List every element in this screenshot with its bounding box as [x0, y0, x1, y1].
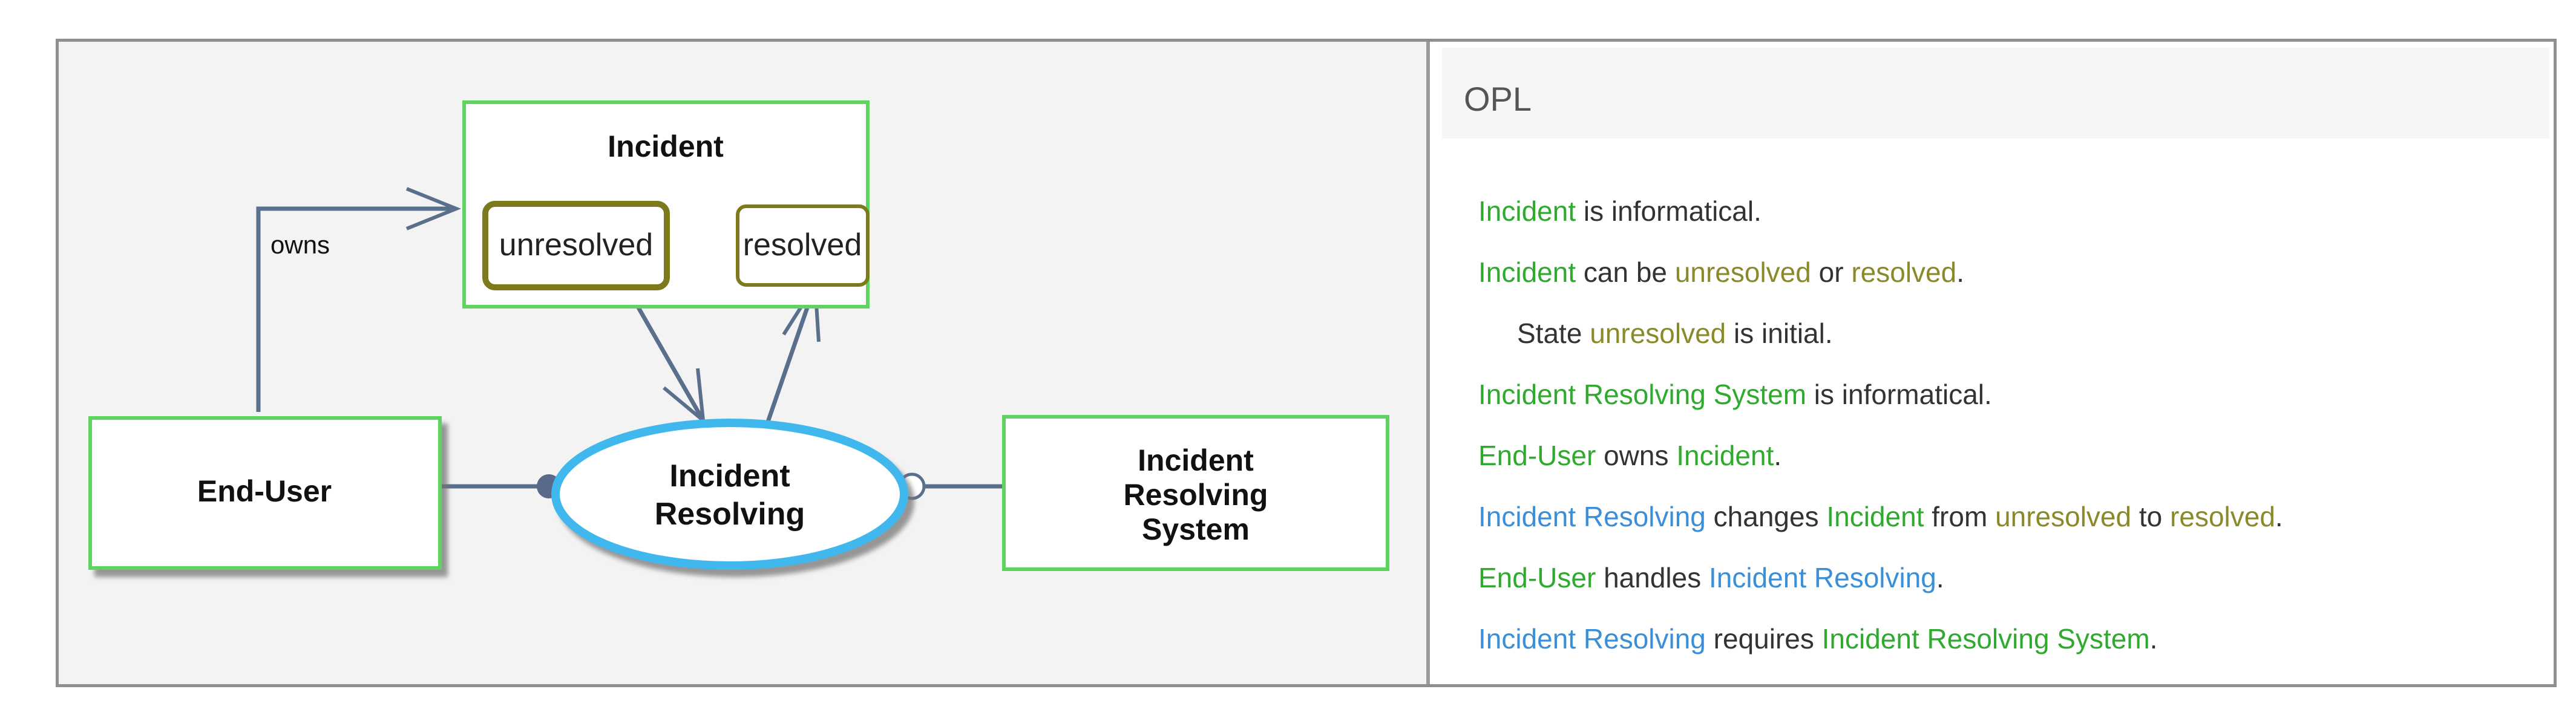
- pane-divider[interactable]: [1426, 42, 1430, 684]
- opl-process-token[interactable]: Incident Resolving: [1709, 562, 1936, 593]
- opl-sentence: End-User handles Incident Resolving.: [1478, 547, 2283, 609]
- state-resolved-label: resolved: [743, 227, 862, 263]
- incident-object-label: Incident: [608, 129, 724, 163]
- opl-text-token: is informatical.: [1576, 195, 1762, 227]
- owns-link[interactable]: [256, 187, 462, 412]
- opl-text-token: is informatical.: [1806, 379, 1992, 410]
- agent-link[interactable]: [436, 474, 561, 498]
- opl-text-token: .: [2275, 501, 2283, 532]
- opl-object-token[interactable]: End-User: [1478, 440, 1596, 471]
- opl-object-token[interactable]: Incident: [1478, 195, 1576, 227]
- state-resolved[interactable]: resolved: [736, 204, 870, 287]
- opl-object-token[interactable]: End-User: [1478, 562, 1596, 593]
- opl-text-token: from: [1924, 501, 1996, 532]
- opl-text-token: requires: [1705, 623, 1822, 655]
- opl-state-token[interactable]: resolved: [1851, 256, 1957, 288]
- opl-pane: OPL Incident is informatical.Incident ca…: [1430, 42, 2554, 684]
- system-label-line-2: Resolving: [1124, 478, 1268, 512]
- opl-process-token[interactable]: Incident Resolving: [1478, 623, 1706, 655]
- opl-text-token: is initial.: [1726, 318, 1833, 349]
- diagram-pane: owns Incident: [59, 42, 1426, 684]
- owns-link-label: owns: [270, 230, 330, 259]
- opl-state-token[interactable]: unresolved: [1674, 256, 1811, 288]
- opl-text-token: .: [1936, 562, 1944, 593]
- opl-sentence: Incident can be unresolved or resolved.: [1478, 242, 2283, 303]
- opl-text-token: State: [1517, 318, 1590, 349]
- opl-text-token: .: [1774, 440, 1782, 471]
- process-label-line-2: Resolving: [655, 497, 805, 532]
- opl-state-token[interactable]: resolved: [2170, 501, 2275, 532]
- opl-text-token: can be: [1576, 256, 1675, 288]
- state-unresolved[interactable]: unresolved: [482, 201, 670, 290]
- opl-object-token[interactable]: Incident Resolving System: [1478, 379, 1807, 410]
- opl-text-token: .: [1956, 256, 1964, 288]
- system-label-line-3: System: [1142, 512, 1250, 546]
- opl-state-token[interactable]: unresolved: [1590, 318, 1726, 349]
- opl-text-token: owns: [1596, 440, 1677, 471]
- opl-sentence: Incident Resolving requires Incident Res…: [1478, 609, 2283, 670]
- opl-text-token: to: [2131, 501, 2171, 532]
- opl-object-token[interactable]: Incident Resolving System: [1821, 623, 2150, 655]
- opl-sentence: State unresolved is initial.: [1478, 303, 2283, 364]
- end-user-object-label: End-User: [197, 474, 332, 508]
- opl-text-token: handles: [1596, 562, 1709, 593]
- opl-sentence: End-User owns Incident.: [1478, 425, 2283, 486]
- opl-state-token[interactable]: unresolved: [1995, 501, 2132, 532]
- opl-header: OPL: [1442, 48, 2549, 139]
- instrument-link[interactable]: [898, 472, 1003, 500]
- opl-text-token: changes: [1705, 501, 1827, 532]
- opl-sentence: Incident Resolving changes Incident from…: [1478, 486, 2283, 547]
- opl-sentence: Incident is informatical.: [1478, 181, 2283, 242]
- process-label-line-1: Incident: [669, 459, 790, 494]
- opl-process-token[interactable]: Incident Resolving: [1478, 501, 1706, 532]
- opl-object-token[interactable]: Incident: [1826, 501, 1924, 532]
- incident-resolving-system-object[interactable]: Incident Resolving System: [1002, 415, 1389, 571]
- opl-object-token[interactable]: Incident: [1478, 256, 1576, 288]
- opd-diagram: owns Incident: [88, 100, 1389, 571]
- opl-text-token: or: [1811, 256, 1852, 288]
- incident-resolving-process[interactable]: Incident Resolving: [551, 419, 908, 570]
- opl-sentence: Incident Resolving System is informatica…: [1478, 364, 2283, 425]
- system-label-line-1: Incident: [1138, 443, 1254, 477]
- opl-title: OPL: [1464, 80, 1532, 118]
- opl-text-token: .: [2149, 623, 2158, 655]
- opm-frame: owns Incident: [56, 39, 2557, 687]
- opl-object-token[interactable]: Incident: [1676, 440, 1774, 471]
- state-unresolved-label: unresolved: [499, 227, 653, 263]
- end-user-object[interactable]: End-User: [88, 416, 442, 570]
- opl-sentence-list: Incident is informatical.Incident can be…: [1478, 181, 2283, 670]
